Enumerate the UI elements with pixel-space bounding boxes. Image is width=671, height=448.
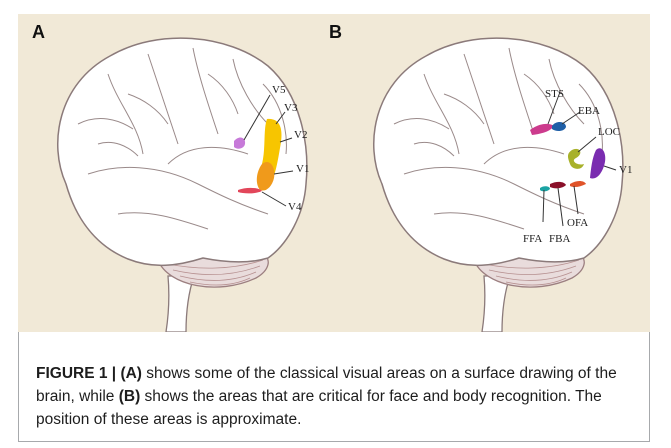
label-v4: V4 xyxy=(288,201,301,213)
label-v5: V5 xyxy=(272,84,285,96)
figure-image: A xyxy=(18,14,650,332)
label-ofa: OFA xyxy=(567,217,588,229)
label-eba: EBA xyxy=(578,105,600,117)
label-v1-a: V1 xyxy=(296,163,309,175)
caption-part-b-label: (B) xyxy=(119,388,141,405)
label-v3: V3 xyxy=(284,102,297,114)
label-ffa: FFA xyxy=(523,233,542,245)
figure-caption: FIGURE 1 | (A) shows some of the classic… xyxy=(36,362,642,431)
caption-part-a-label: (A) xyxy=(120,365,142,382)
label-v1-b: V1 xyxy=(619,164,632,176)
label-v2: V2 xyxy=(294,129,307,141)
cerebrum-b xyxy=(374,38,623,265)
brain-drawing-b xyxy=(334,14,650,332)
label-loc: LOC xyxy=(598,126,620,138)
brain-drawing-a xyxy=(18,14,334,332)
label-fba: FBA xyxy=(549,233,570,245)
label-sts: STS xyxy=(545,88,564,100)
caption-figure-label: FIGURE 1 | xyxy=(36,365,116,382)
